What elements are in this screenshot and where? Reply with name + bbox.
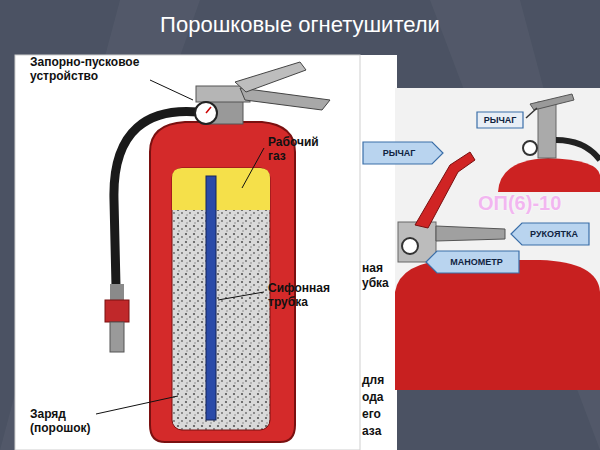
nozzle xyxy=(110,322,124,352)
callout-text: РУКОЯТКА xyxy=(524,229,584,239)
cylinder-body xyxy=(395,260,600,390)
working-gas xyxy=(172,168,270,210)
text-fragment: ная xyxy=(362,262,383,276)
pressure-gauge xyxy=(402,238,418,254)
callout-outline xyxy=(477,112,523,128)
photo-panel xyxy=(395,88,600,390)
text-fragment: для xyxy=(362,374,384,388)
leader-line xyxy=(526,108,537,118)
handle xyxy=(436,226,505,241)
siphon-tube xyxy=(206,176,216,420)
gauge-needle xyxy=(206,107,211,113)
text-fragment: его xyxy=(362,408,381,422)
text-fragment: аза xyxy=(362,425,381,439)
slide-panel xyxy=(15,55,397,450)
slide-title: Порошковые огнетушители xyxy=(0,12,600,37)
diagram-panel xyxy=(15,55,360,450)
model-label: ОП(6)-10 xyxy=(478,192,561,215)
valve-neck xyxy=(398,222,436,262)
text-fragment: убка xyxy=(362,277,389,291)
callout-outline xyxy=(511,223,589,245)
callout-box: РЫЧАГ xyxy=(362,141,444,165)
callout-text: МАНОМЕТР xyxy=(439,257,514,267)
valve-body xyxy=(538,102,556,158)
callout-text: РЫЧАГ xyxy=(368,148,430,158)
lever xyxy=(235,62,306,92)
part-label: Запорно-пусковое устройство xyxy=(30,56,155,84)
cylinder-top xyxy=(498,158,600,192)
part-label: Рабочий газ xyxy=(268,136,330,164)
hose xyxy=(556,140,600,160)
handle xyxy=(240,88,330,110)
leader-line xyxy=(96,396,178,414)
part-label: Заряд (порошок) xyxy=(30,408,110,436)
callout-box: РЫЧАГ xyxy=(476,111,524,129)
nozzle-band xyxy=(105,300,129,322)
callout-text: РЫЧАГ xyxy=(479,115,521,125)
callout-box: РУКОЯТКА xyxy=(510,222,590,246)
callout-outline xyxy=(426,251,519,273)
part-label: Сифонная трубка xyxy=(268,282,348,310)
leader-line xyxy=(150,80,193,100)
pressure-gauge xyxy=(195,102,217,124)
powder-charge xyxy=(172,168,270,430)
text-fragment: ода xyxy=(362,391,383,405)
pressure-gauge xyxy=(523,141,537,155)
leader-line xyxy=(242,148,264,188)
callout-outline xyxy=(363,142,443,164)
leader-line xyxy=(218,292,264,300)
callout-box: МАНОМЕТР xyxy=(425,250,520,274)
hose-fitting xyxy=(110,284,124,300)
